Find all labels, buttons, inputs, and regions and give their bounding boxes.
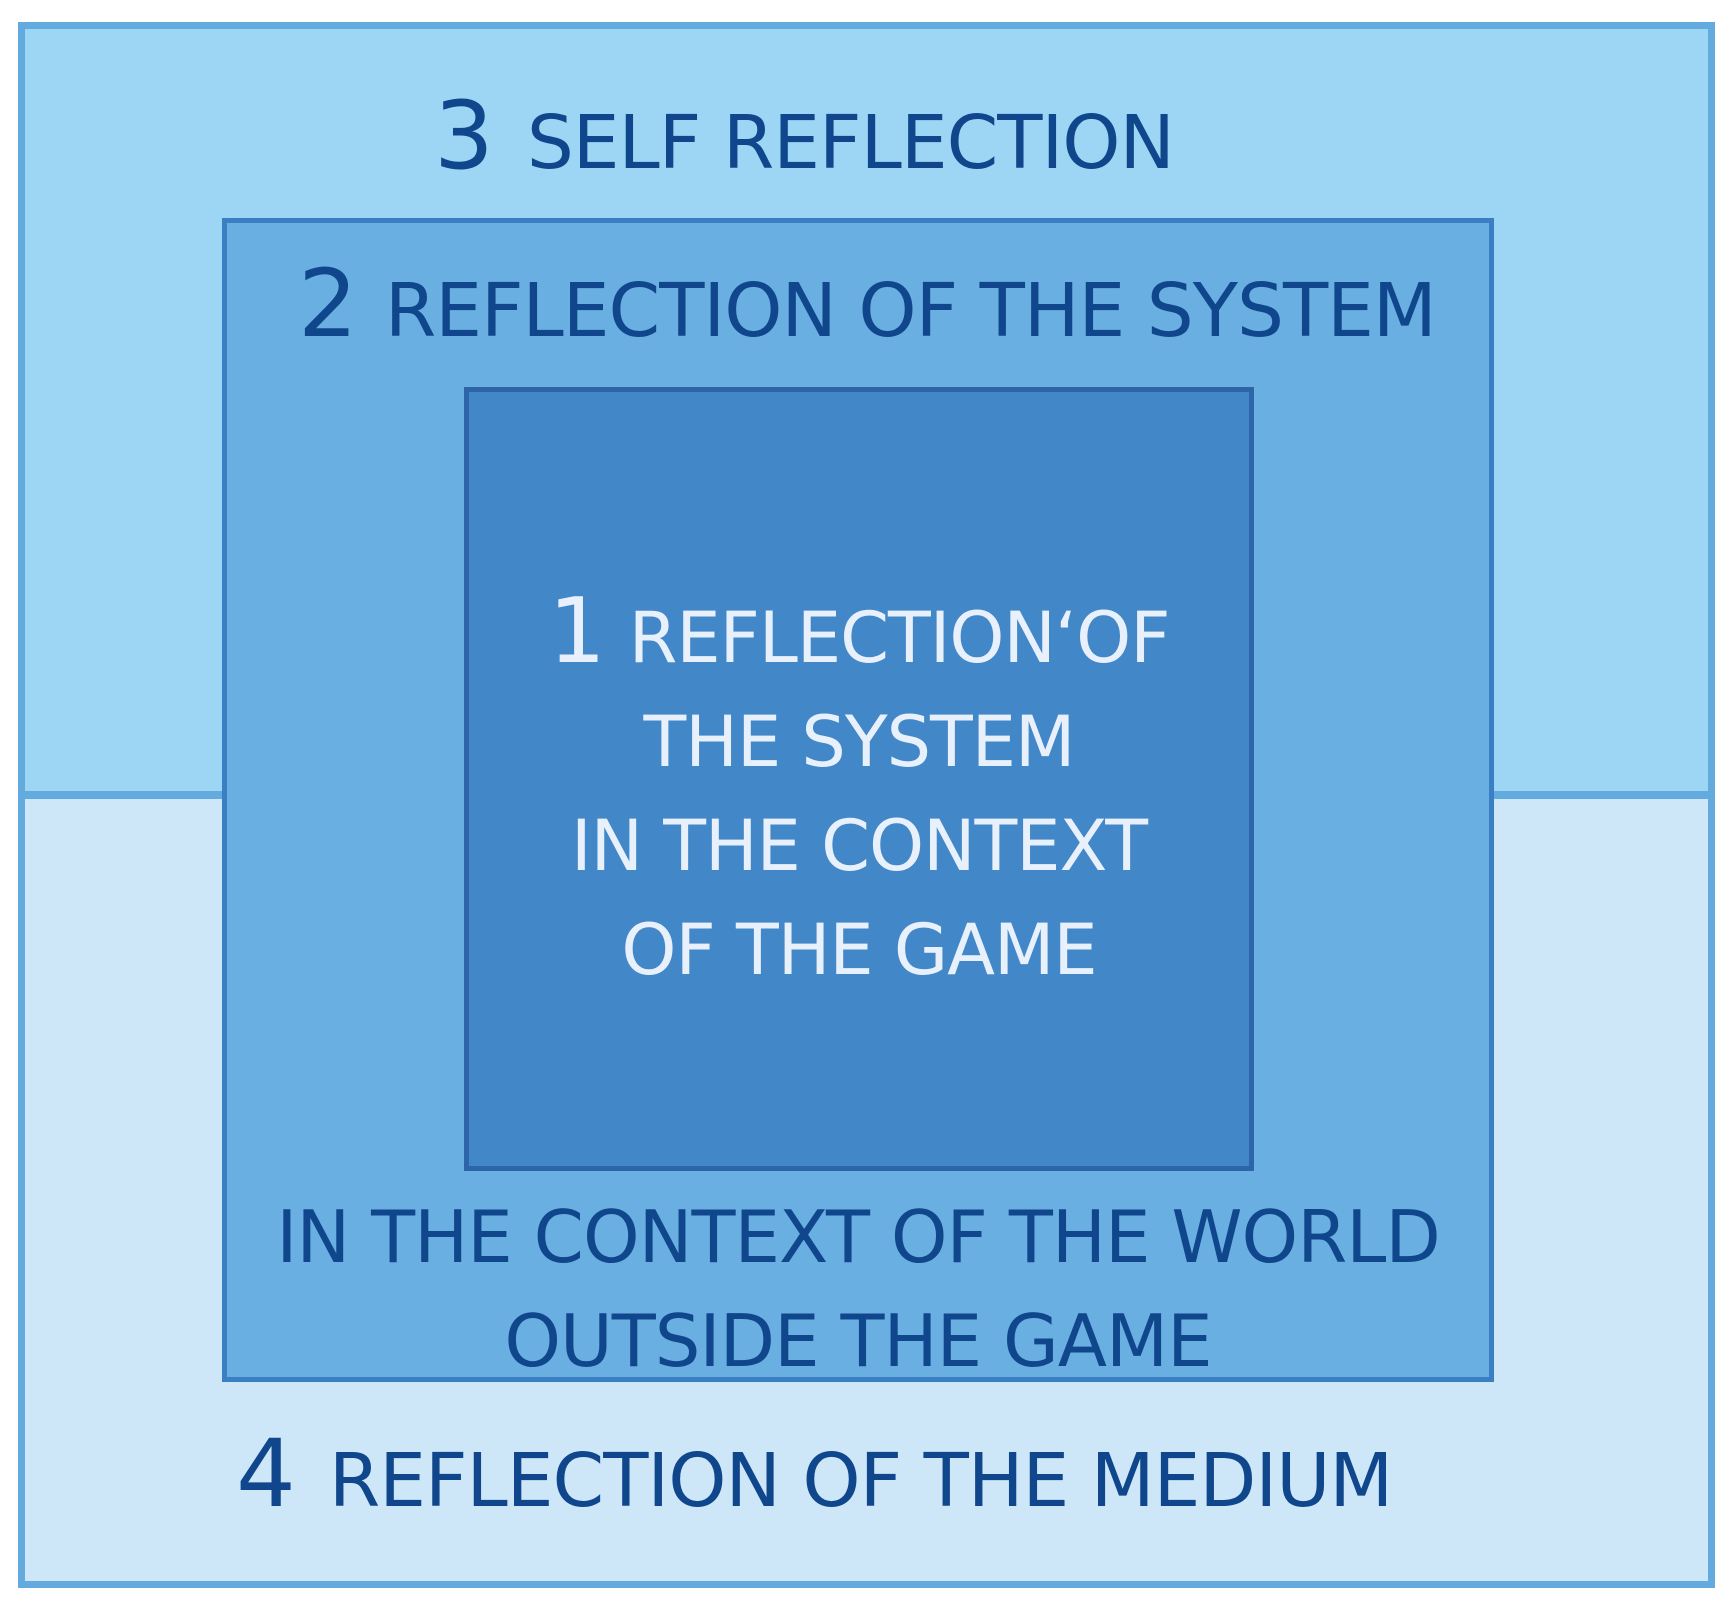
game-context-label: 1 REFLECTION‘OF THE SYSTEM IN THE CONTEXT…	[464, 580, 1254, 1002]
inner-line-3: IN THE CONTEXT	[571, 805, 1148, 887]
inner-line-4: OF THE GAME	[621, 909, 1097, 991]
level-2-text: REFLECTION OF THE SYSTEM	[384, 268, 1437, 354]
level-1-number: 1	[548, 579, 606, 684]
self-reflection-label: 3 SELF REFLECTION	[434, 82, 1175, 191]
inner-line-1: 1 REFLECTION‘OF	[464, 580, 1254, 690]
level-3-text: SELF REFLECTION	[526, 100, 1175, 186]
inner-line-1-text: REFLECTION‘OF	[628, 597, 1171, 679]
level-4-text: REFLECTION OF THE MEDIUM	[328, 1438, 1393, 1524]
level-2-number: 2	[298, 250, 358, 359]
world-line-2: OUTSIDE THE GAME	[504, 1299, 1212, 1383]
level-3-number: 3	[434, 82, 494, 191]
level-4-number: 4	[236, 1420, 296, 1529]
world-context-label: IN THE CONTEXT OF THE WORLD OUTSIDE THE …	[222, 1185, 1494, 1393]
game-context-box	[464, 387, 1254, 1171]
world-line-1: IN THE CONTEXT OF THE WORLD	[276, 1195, 1441, 1279]
medium-reflection-label: 4 REFLECTION OF THE MEDIUM	[236, 1420, 1393, 1529]
inner-line-2: THE SYSTEM	[643, 701, 1076, 783]
system-reflection-label: 2 REFLECTION OF THE SYSTEM	[298, 250, 1437, 359]
